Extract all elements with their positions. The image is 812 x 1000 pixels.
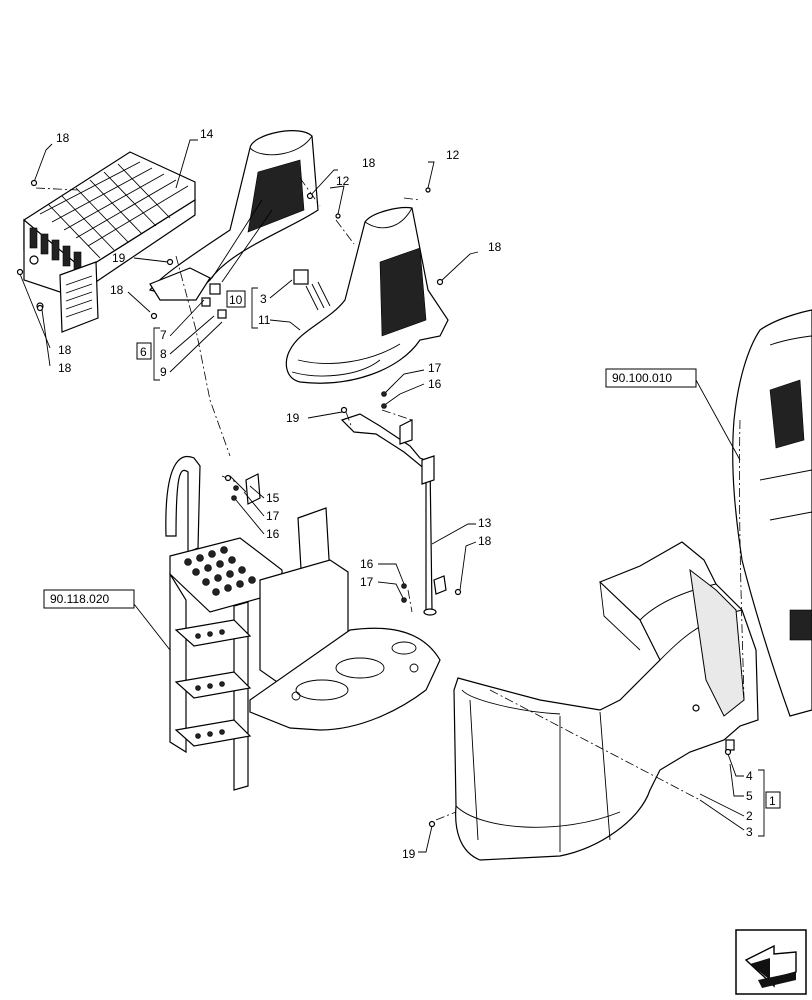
callout-18: 18: [56, 131, 70, 145]
reference-90-100-010[interactable]: 90.100.010: [605, 368, 697, 388]
callout-15: 15: [266, 491, 280, 505]
callout-18: 18: [488, 240, 502, 254]
callout-17: 17: [360, 575, 374, 589]
callout-6: 6: [140, 345, 147, 359]
right-cowl-part: [285, 207, 449, 384]
callout-4: 4: [746, 769, 753, 783]
reference-90-118-020[interactable]: 90.118.020: [43, 589, 135, 609]
reference-label: 90.118.020: [50, 592, 109, 606]
callout-10-box: [226, 290, 246, 308]
callout-17: 17: [428, 361, 442, 375]
callout-18: 18: [58, 361, 72, 375]
callout-19: 19: [286, 411, 300, 425]
callout-16: 16: [360, 557, 374, 571]
fasteners: [16, 179, 732, 828]
callout-17: 17: [266, 509, 280, 523]
callout-11: 11: [258, 313, 271, 327]
callout-18: 18: [58, 343, 72, 357]
engine-hood-part: [732, 309, 812, 717]
handle-post-part: [340, 413, 447, 616]
callout-12: 12: [446, 148, 460, 162]
callout-10: 10: [229, 293, 243, 307]
callout-9: 9: [160, 365, 167, 379]
reference-label: 90.100.010: [612, 371, 672, 385]
callout-14: 14: [200, 127, 214, 141]
callout-2: 2: [746, 809, 753, 823]
bracket-group-10: [251, 287, 258, 329]
left-cowl-part: [149, 130, 319, 319]
bracket-group-6: [153, 327, 160, 381]
callout-12: 12: [336, 174, 350, 188]
callout-19: 19: [112, 251, 126, 265]
callout-13: 13: [478, 516, 492, 530]
callout-8: 8: [160, 347, 167, 361]
projection-lines: [35, 177, 745, 821]
callout-6-box: [136, 342, 152, 360]
step-grating-part: [23, 151, 196, 333]
callout-5: 5: [746, 789, 753, 803]
callout-1: 1: [769, 794, 776, 808]
ladder-platform-part: [165, 456, 441, 791]
callout-3: 3: [260, 292, 267, 306]
bracket-group-1: [758, 769, 765, 837]
cab-panel-part: [453, 541, 759, 861]
callout-18: 18: [362, 156, 376, 170]
callout-18: 18: [110, 283, 124, 297]
callout-19: 19: [402, 847, 416, 861]
callout-16: 16: [266, 527, 280, 541]
callout-7: 7: [160, 328, 167, 342]
callout-1-box: [765, 791, 781, 809]
next-page-arrow-icon[interactable]: [735, 929, 807, 995]
callout-18: 18: [478, 534, 492, 548]
callout-16: 16: [428, 377, 442, 391]
callout-labels: 18 14 18 12 12 19 18 18 10 3 11 7 6 8 9 …: [56, 127, 781, 861]
callout-3: 3: [746, 825, 753, 839]
